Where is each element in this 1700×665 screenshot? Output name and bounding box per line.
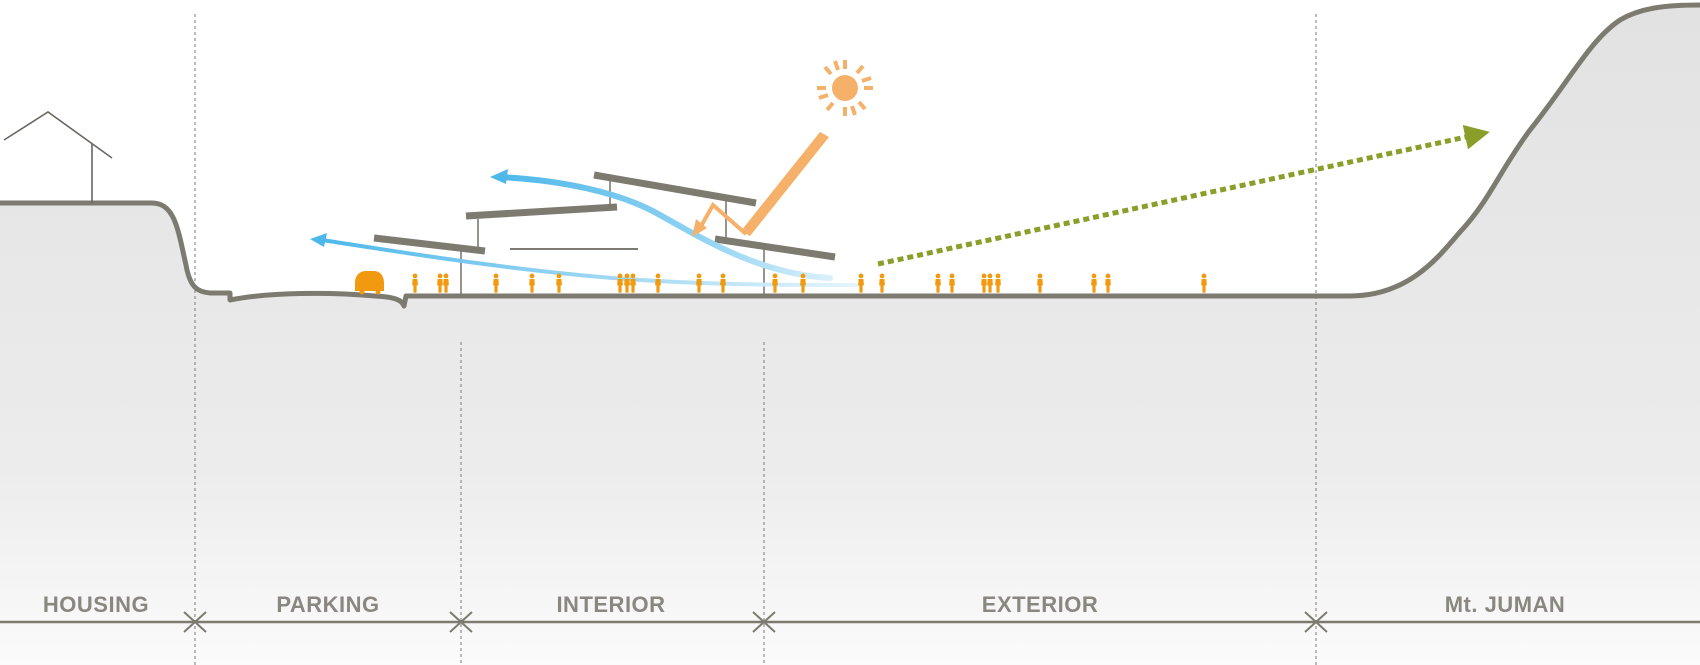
person-icon <box>1201 273 1207 293</box>
building-columns <box>460 180 765 296</box>
person-icon <box>879 273 885 293</box>
person-icon <box>493 273 499 293</box>
person-icon <box>772 273 778 293</box>
person-icon <box>800 273 806 293</box>
person-icon <box>935 273 941 293</box>
zone-axis <box>0 611 1700 633</box>
zone-label-interior: INTERIOR <box>556 592 665 617</box>
sun-icon <box>817 60 873 116</box>
view-arrow <box>877 124 1490 267</box>
person-icon <box>1105 273 1111 293</box>
person-icon <box>995 273 1001 293</box>
person-icon <box>696 273 702 293</box>
person-icon <box>1091 273 1097 293</box>
person-icon <box>556 273 562 293</box>
zone-label-housing: HOUSING <box>43 592 149 617</box>
ground-section <box>0 5 1700 665</box>
sun-ray-arrow <box>692 132 829 237</box>
house-icon <box>3 111 113 203</box>
zone-dividers <box>194 14 1317 665</box>
zone-label-parking: PARKING <box>276 592 379 617</box>
person-icon <box>624 273 630 293</box>
person-icon <box>949 273 955 293</box>
car-icon <box>355 271 384 295</box>
wind-flow-arrows <box>310 169 862 287</box>
person-icon <box>1037 273 1043 293</box>
person-icon <box>858 273 864 293</box>
person-icon <box>437 273 443 293</box>
person-icon <box>655 273 661 293</box>
person-icon <box>981 273 987 293</box>
person-icon <box>987 273 993 293</box>
person-icon <box>720 273 726 293</box>
zone-label-mt-juman: Mt. JUMAN <box>1445 592 1566 617</box>
building-roofs <box>373 171 836 261</box>
person-icon <box>443 273 449 293</box>
person-icon <box>529 273 535 293</box>
person-icon <box>412 273 418 293</box>
person-icon <box>617 273 623 293</box>
zone-label-exterior: EXTERIOR <box>982 592 1098 617</box>
person-icon <box>630 273 636 293</box>
